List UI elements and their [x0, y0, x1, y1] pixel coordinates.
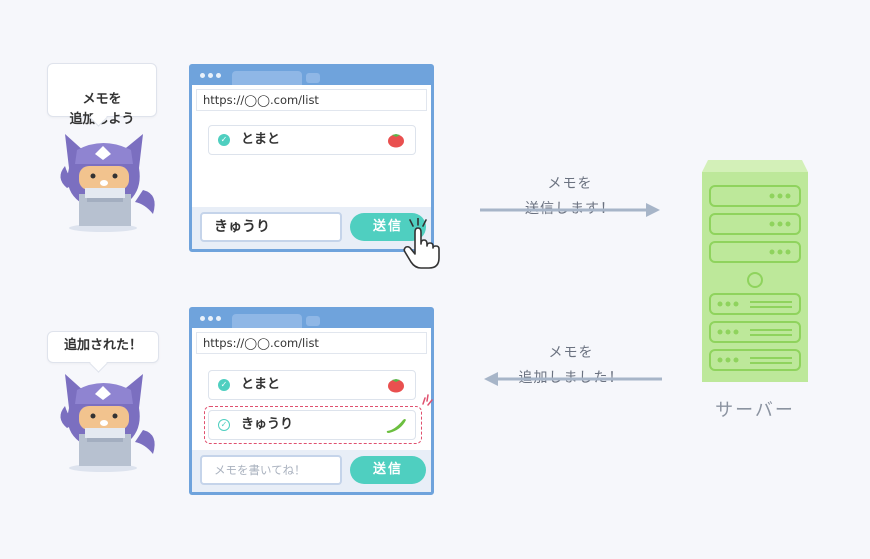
url-bar[interactable]: https://◯◯.com/list [196, 332, 427, 354]
check-icon[interactable]: ✓ [218, 379, 230, 391]
speech-bubble-bottom: 追加された！ [47, 331, 159, 363]
input-area: きゅうり 送信 [192, 207, 431, 249]
new-tab-button[interactable] [306, 316, 320, 326]
sparkle-icon [422, 394, 433, 406]
server-icon [702, 160, 808, 382]
arrow-left-icon [484, 372, 662, 386]
memo-input[interactable]: きゅうり [200, 212, 342, 242]
ninja-cat-character-icon [60, 134, 155, 232]
browser-window-bottom: https://◯◯.com/list ✓ とまと ✓ きゅうり メモを書いてね… [189, 307, 434, 495]
list-item-new[interactable]: ✓ きゅうり [208, 410, 416, 440]
check-icon[interactable]: ✓ [218, 134, 230, 146]
send-button[interactable]: 送信 [350, 213, 426, 241]
browser-titlebar [192, 310, 431, 328]
server-label: サーバー [715, 400, 795, 421]
url-bar[interactable]: https://◯◯.com/list [196, 89, 427, 111]
browser-window-top: https://◯◯.com/list ✓ とまと きゅうり 送信 [189, 64, 434, 252]
list-item-label: とまと [241, 132, 281, 147]
tomato-icon [388, 379, 404, 393]
arrow-right-icon [480, 203, 660, 217]
browser-tab[interactable] [232, 71, 302, 85]
speech-bubble-top: メモを 追加しよう [47, 63, 157, 127]
browser-tab[interactable] [232, 314, 302, 328]
browser-titlebar [192, 67, 431, 85]
input-area: メモを書いてね！ 送信 [192, 450, 431, 492]
tomato-icon [388, 134, 404, 148]
pointer-hand-icon [403, 218, 440, 269]
ninja-cat-character-icon [60, 374, 155, 472]
list-item[interactable]: ✓ とまと [208, 370, 416, 400]
new-tab-button[interactable] [306, 73, 320, 83]
list-item-label: きゅうり [241, 417, 294, 432]
send-button[interactable]: 送信 [350, 456, 426, 484]
cucumber-icon [386, 419, 406, 433]
list-item-label: とまと [241, 377, 281, 392]
memo-input[interactable]: メモを書いてね！ [200, 455, 342, 485]
new-item-highlight [204, 406, 422, 444]
check-icon[interactable]: ✓ [218, 419, 230, 431]
list-item[interactable]: ✓ とまと [208, 125, 416, 155]
bubble-text: 追加された！ [63, 338, 142, 353]
bubble-text: メモを 追加しよう [69, 92, 135, 127]
